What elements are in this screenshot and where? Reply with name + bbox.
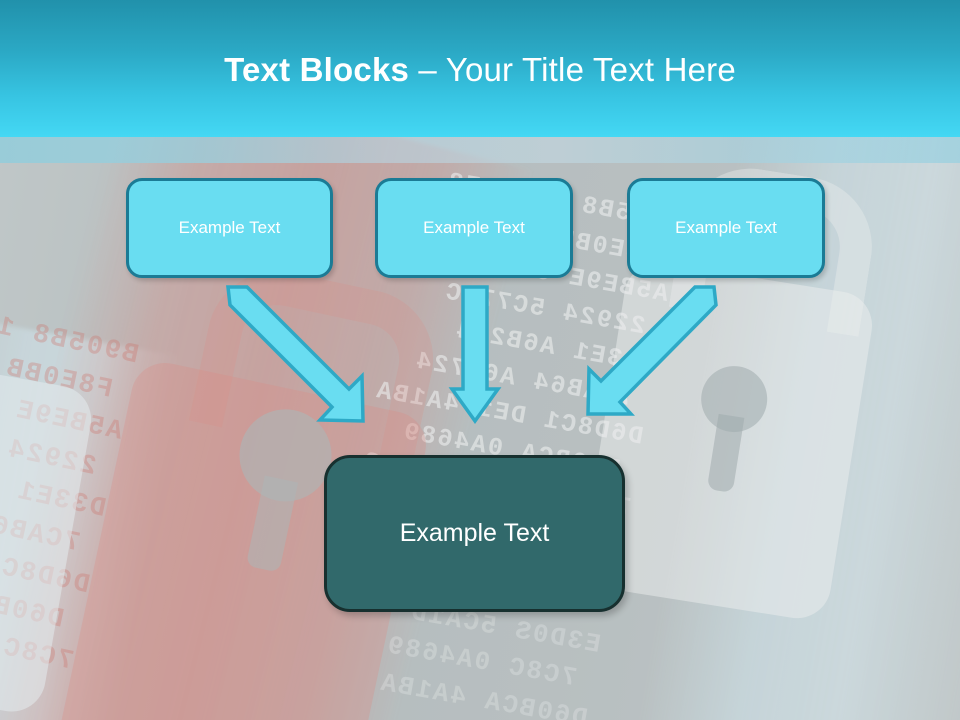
text-block-1[interactable]: Example Text	[126, 178, 333, 278]
text-block-3[interactable]: Example Text	[627, 178, 825, 278]
arrow-down-right-icon[interactable]	[226, 285, 365, 423]
header-under-band	[0, 137, 960, 163]
slide-header: Text Blocks – Your Title Text Here	[0, 0, 960, 137]
page-title-strong: Text Blocks	[224, 50, 410, 88]
arrow-down-left-icon[interactable]	[586, 285, 718, 416]
text-block-1-label: Example Text	[178, 218, 281, 237]
text-block-2-label: Example Text	[423, 218, 525, 237]
arrow-down-icon[interactable]	[448, 285, 502, 424]
page-title-light: Your Title Text Here	[445, 50, 736, 88]
result-text-block-label: Example Text	[399, 519, 550, 547]
page-title: Text Blocks – Your Title Text Here	[224, 51, 736, 89]
text-block-3-label: Example Text	[675, 218, 777, 237]
result-text-block[interactable]: Example Text	[324, 455, 625, 612]
page-title-separator: –	[409, 50, 446, 88]
text-block-2[interactable]: Example Text	[375, 178, 573, 278]
